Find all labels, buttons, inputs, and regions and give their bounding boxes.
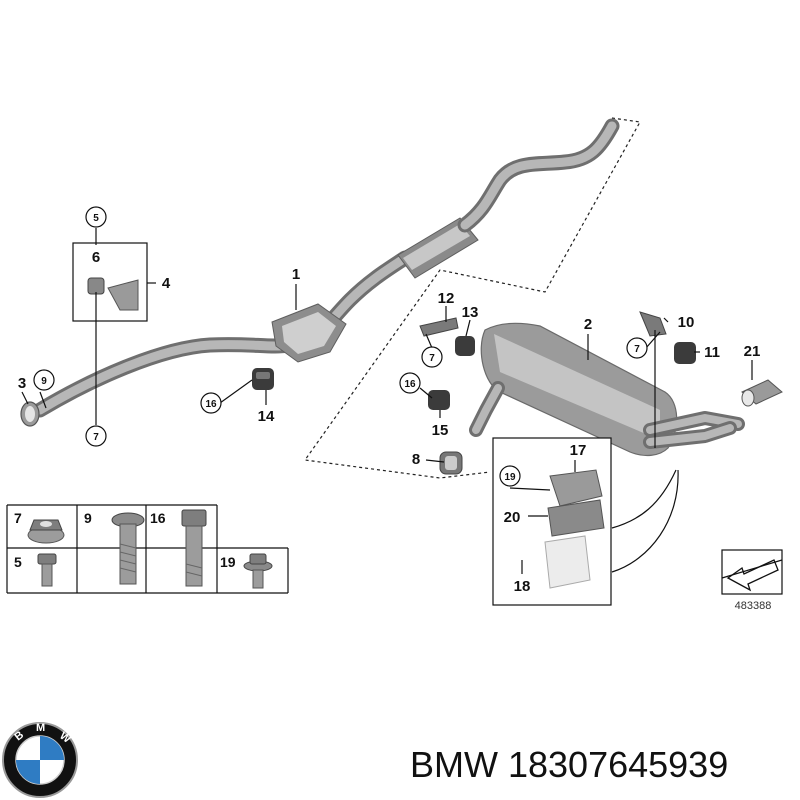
hanger-bracket-12 — [419, 317, 459, 337]
svg-text:5: 5 — [93, 213, 99, 224]
front-pipe-assembly — [20, 118, 620, 427]
callout-1: 1 — [292, 266, 300, 283]
svg-text:7: 7 — [429, 353, 435, 364]
fastener-grid: 7 9 16 5 19 — [6, 504, 289, 594]
svg-text:16: 16 — [404, 379, 416, 390]
svg-text:9: 9 — [41, 376, 47, 387]
flange-nut-icon — [27, 519, 65, 544]
diagram-reference-number: 483388 — [735, 600, 772, 612]
rear-muffler — [469, 322, 745, 457]
direction-indicator — [721, 549, 783, 595]
callout-5: 5 — [85, 206, 107, 228]
long-bolt-icon — [181, 509, 207, 587]
svg-text:M: M — [36, 722, 45, 734]
callout-11: 11 — [704, 344, 720, 361]
assembly-outline — [303, 117, 641, 479]
svg-text:7: 7 — [93, 432, 99, 443]
callout-10: 10 — [678, 314, 695, 331]
rubber-mount-13 — [455, 336, 475, 356]
grid-label-7: 7 — [14, 510, 22, 526]
callout-20: 20 — [504, 509, 521, 526]
rubber-mount-11 — [674, 342, 696, 364]
grid-label-16: 16 — [150, 510, 166, 526]
callout-2: 2 — [584, 316, 592, 333]
valve-actuator — [544, 469, 605, 589]
flange-bolt-icon — [243, 553, 273, 589]
callout-7-front: 7 — [85, 425, 107, 447]
callout-16-front: 16 — [200, 392, 222, 414]
carriage-bolt-icon — [111, 512, 145, 585]
brand-part-number: BMW 18307645939 — [410, 744, 728, 785]
grid-label-5: 5 — [14, 554, 22, 570]
grid-label-19: 19 — [220, 554, 236, 570]
connector-line-lower — [611, 469, 679, 573]
short-bolt-icon — [37, 553, 57, 587]
bmw-logo-icon: B M W — [2, 722, 78, 798]
grid-label-9: 9 — [84, 510, 92, 526]
connector-line-upper — [611, 469, 677, 529]
callout-4: 4 — [162, 275, 171, 292]
svg-text:19: 19 — [504, 472, 516, 483]
hanger-bracket-10 — [639, 311, 667, 337]
callout-13: 13 — [462, 304, 479, 321]
svg-text:7: 7 — [634, 344, 640, 355]
callout-9: 9 — [33, 369, 55, 391]
callout-3: 3 — [18, 375, 26, 392]
callout-6: 6 — [92, 249, 100, 266]
svg-text:16: 16 — [205, 399, 217, 410]
callout-14: 14 — [258, 408, 275, 425]
rubber-mount-14 — [252, 368, 274, 390]
callout-8: 8 — [412, 451, 420, 468]
callout-15: 15 — [432, 422, 449, 439]
bracket-part — [87, 277, 139, 311]
callout-19: 19 — [499, 465, 521, 487]
callout-21: 21 — [744, 343, 761, 360]
callout-7-middle: 7 — [421, 346, 443, 368]
rubber-mount-15 — [428, 390, 450, 410]
callout-12: 12 — [438, 290, 455, 307]
clamp-8 — [439, 451, 463, 475]
callout-7-rear: 7 — [626, 337, 648, 359]
callout-17: 17 — [570, 442, 587, 459]
tail-sleeve-part — [741, 379, 783, 407]
callout-18: 18 — [514, 578, 531, 595]
callout-16-rear: 16 — [399, 372, 421, 394]
leader-lines — [21, 228, 753, 574]
